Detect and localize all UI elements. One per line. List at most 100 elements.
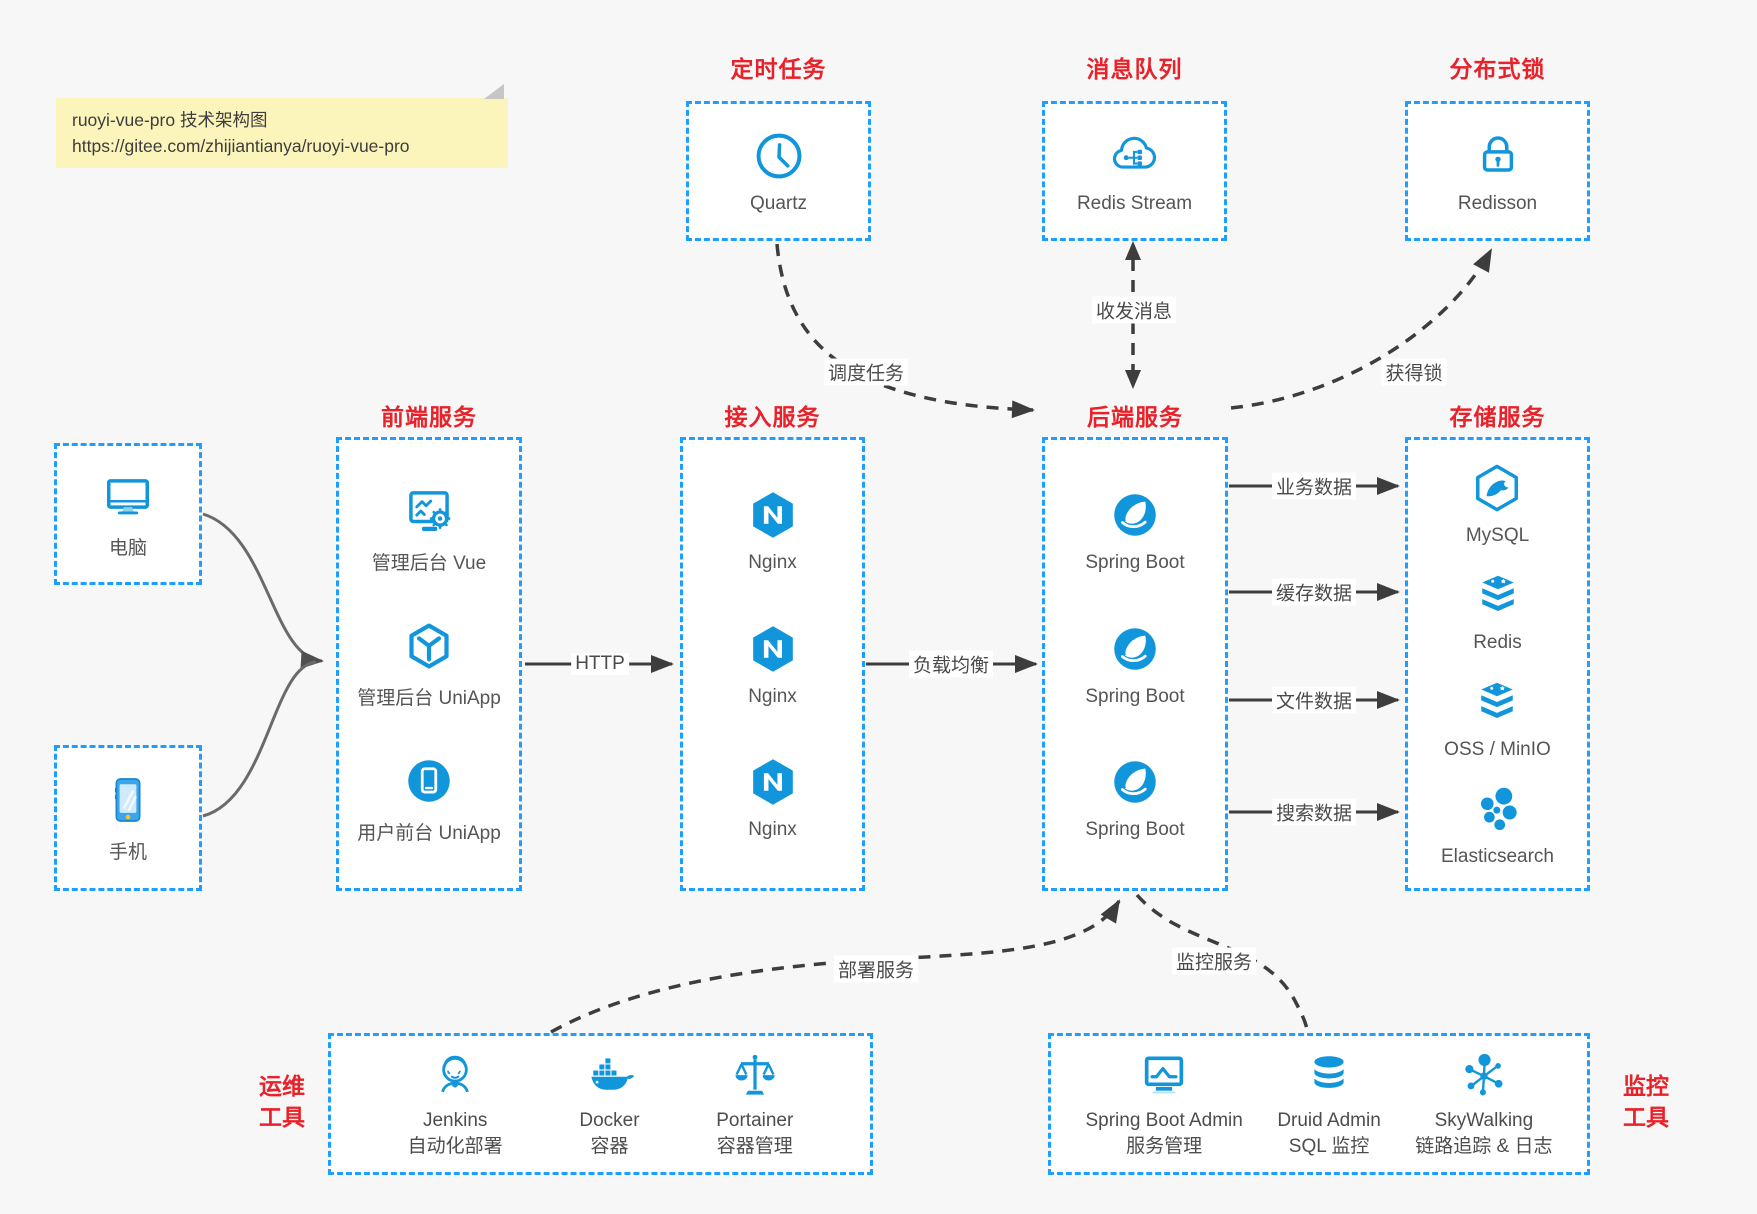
skywalking-topology-icon: [1465, 1053, 1503, 1096]
docker-node: Docker 容器: [579, 1048, 640, 1160]
admin-uniapp-label: 管理后台 UniApp: [357, 688, 501, 709]
note-folded-corner: [484, 84, 504, 99]
arrowhead-message-up: [1125, 241, 1141, 260]
mysql-node: MySQL: [1466, 460, 1529, 547]
scheduled-tasks-title: 定时任务: [730, 56, 827, 82]
portainer-desc: 容器管理: [716, 1136, 793, 1157]
note-url: https://gitee.com/zhijiantianya/ruoyi-vu…: [72, 136, 410, 156]
quartz-node: Quartz: [750, 128, 807, 215]
monitor-tools-box: Spring Boot Admin 服务管理 Druid Admin SQL 监…: [1048, 1033, 1590, 1175]
spring-boot-label-3: Spring Boot: [1085, 819, 1185, 841]
phone-client-node: 手机: [100, 772, 156, 864]
redis-node: Redis: [1470, 567, 1526, 654]
edge-label-deploy-service: 部署服务: [833, 955, 919, 983]
oss-minio-label: OSS / MinIO: [1444, 739, 1551, 760]
jenkins-icon: [441, 1055, 469, 1093]
spring-boot-admin-node: Spring Boot Admin 服务管理: [1085, 1048, 1243, 1160]
spring-boot-label-2: Spring Boot: [1085, 685, 1185, 707]
admin-uniapp-node: 管理后台 UniApp: [357, 618, 501, 710]
mobile-app-circle-icon: [408, 760, 450, 802]
redisson-node: Redisson: [1458, 128, 1537, 215]
monitor-tools-side-label-line1: 监控: [1623, 1073, 1669, 1099]
nginx-icon: [752, 759, 793, 805]
frontend-services-title: 前端服务: [381, 404, 477, 430]
user-uniapp-node: 用户前台 UniApp: [357, 753, 501, 845]
druid-database-icon: [1314, 1056, 1344, 1088]
arrow-client-pc: [202, 512, 324, 669]
monitor-tools-side-label: 监控 工具: [1604, 1071, 1688, 1133]
oss-minio-node: OSS / MinIO: [1444, 674, 1551, 761]
arrowhead-message-down: [1125, 370, 1141, 389]
storage-services-box: MySQL Redis: [1405, 437, 1590, 891]
portainer-name: Portainer: [716, 1110, 794, 1131]
quartz-label: Quartz: [749, 192, 808, 214]
mysql-label: MySQL: [1465, 525, 1530, 546]
nginx-node-2: Nginx: [745, 621, 801, 708]
backend-services-box: Spring Boot Spring Boot Spring Boot: [1042, 437, 1228, 891]
spring-boot-node-3: Spring Boot: [1085, 754, 1185, 841]
elasticsearch-node: Elasticsearch: [1441, 781, 1554, 868]
note-title: ruoyi-vue-pro 技术架构图: [72, 110, 268, 130]
ops-tools-box: Jenkins 自动化部署 Docker 容器: [328, 1033, 873, 1175]
spring-boot-icon: [1114, 493, 1156, 536]
nginx-label-2: Nginx: [748, 685, 797, 707]
lock-icon: [1482, 135, 1513, 172]
spring-boot-admin-name: Spring Boot Admin: [1085, 1110, 1243, 1131]
pc-client-box: 电脑: [54, 443, 202, 585]
edge-label-search-data: 搜索数据: [1271, 798, 1357, 826]
elasticsearch-label: Elasticsearch: [1441, 846, 1554, 867]
storage-services-title: 存储服务: [1449, 404, 1546, 430]
druid-admin-desc: SQL 监控: [1288, 1136, 1370, 1157]
nginx-icon: [752, 492, 793, 538]
spring-boot-icon: [1114, 627, 1156, 670]
scheduled-tasks-box: Quartz: [686, 101, 871, 241]
edge-label-load-balance: 负载均衡: [908, 650, 994, 678]
edge-label-cache-data: 缓存数据: [1271, 578, 1357, 606]
nginx-node-3: Nginx: [745, 754, 801, 841]
phone-client-label: 手机: [108, 842, 147, 863]
edge-label-send-receive-message: 收发消息: [1091, 296, 1177, 324]
nginx-node-1: Nginx: [745, 487, 801, 574]
edge-label-file-data: 文件数据: [1271, 686, 1357, 714]
skywalking-desc: 链路追踪 & 日志: [1415, 1136, 1553, 1157]
arrow-acquire-lock: [1230, 248, 1493, 410]
uniapp-cube-icon: [409, 623, 449, 669]
skywalking-name: SkyWalking: [1434, 1110, 1534, 1131]
clock-icon: [756, 133, 801, 178]
skywalking-node: SkyWalking 链路追踪 & 日志: [1415, 1048, 1553, 1160]
access-services-title: 接入服务: [724, 404, 821, 430]
frontend-services-box: 管理后台 Vue 管理后台 UniApp 用户前台 UniApp: [336, 437, 522, 891]
message-queue-title: 消息队列: [1086, 56, 1183, 82]
edge-label-schedule-task: 调度任务: [823, 358, 909, 386]
redis-stream-node: Redis Stream: [1077, 128, 1192, 215]
edge-label-acquire-lock: 获得锁: [1381, 358, 1447, 386]
distributed-lock-title: 分布式锁: [1449, 56, 1546, 82]
portainer-scales-icon: [735, 1054, 775, 1095]
edge-label-monitor-service: 监控服务: [1171, 947, 1257, 975]
monitor-tools-side-label-line2: 工具: [1623, 1104, 1669, 1130]
ops-tools-side-label-line1: 运维: [259, 1073, 305, 1099]
edge-label-business-data: 业务数据: [1271, 472, 1357, 500]
redisson-label: Redisson: [1457, 192, 1538, 214]
jenkins-name: Jenkins: [422, 1110, 488, 1131]
spring-boot-admin-icon: [1144, 1056, 1184, 1094]
docker-name: Docker: [579, 1110, 640, 1131]
spring-boot-admin-desc: 服务管理: [1126, 1136, 1203, 1157]
nginx-label-3: Nginx: [748, 819, 797, 841]
phone-client-box: 手机: [54, 745, 202, 891]
spring-boot-icon: [1114, 761, 1156, 804]
redis-icon: [1481, 575, 1514, 611]
jenkins-desc: 自动化部署: [407, 1136, 503, 1157]
redis-stream-label: Redis Stream: [1076, 192, 1193, 214]
admin-vue-node: 管理后台 Vue: [372, 483, 486, 575]
jenkins-node: Jenkins 自动化部署: [408, 1048, 503, 1160]
edge-label-http: HTTP: [571, 653, 629, 675]
nginx-icon: [752, 625, 793, 672]
pc-client-label: 电脑: [108, 538, 147, 559]
spring-boot-node-1: Spring Boot: [1085, 487, 1185, 574]
nginx-label-1: Nginx: [748, 551, 797, 573]
admin-dashboard-icon: [409, 491, 451, 531]
druid-admin-name: Druid Admin: [1277, 1110, 1381, 1131]
arrow-client-phone: [202, 660, 317, 818]
